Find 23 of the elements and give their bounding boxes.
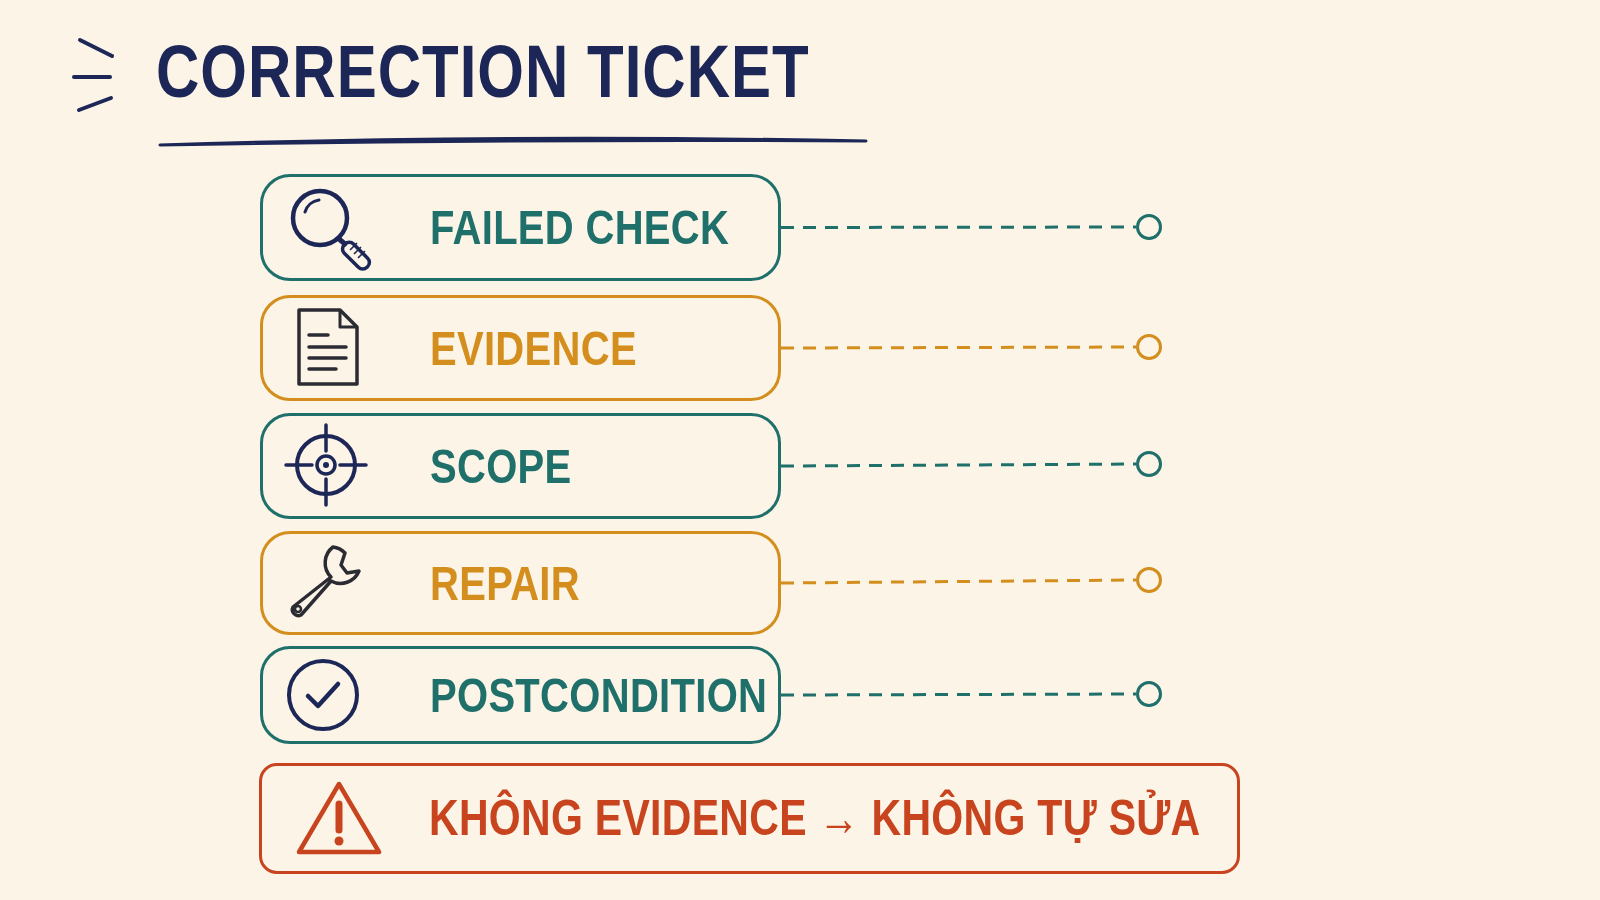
step-label: REPAIR — [430, 555, 580, 611]
dashed-connector — [781, 345, 1136, 350]
endpoint-circle — [1136, 451, 1162, 477]
endpoint-circle — [1136, 214, 1162, 240]
step-box — [260, 174, 781, 281]
warning-text: KHÔNG EVIDENCE → KHÔNG TỰ SỬA — [429, 789, 1201, 848]
dashed-connector — [781, 578, 1136, 585]
dashed-connector — [781, 692, 1136, 697]
warning-box — [259, 763, 1240, 874]
step-box — [260, 646, 781, 744]
endpoint-circle — [1136, 681, 1162, 707]
dashed-connector — [781, 225, 1136, 229]
step-box — [260, 531, 781, 635]
endpoint-circle — [1136, 334, 1162, 360]
endpoint-circle — [1136, 567, 1162, 593]
step-label: EVIDENCE — [430, 320, 637, 376]
step-box — [260, 295, 781, 401]
step-label: FAILED CHECK — [430, 200, 730, 255]
title: CORRECTION TICKET — [156, 30, 810, 115]
dashed-connector — [781, 462, 1136, 468]
step-box — [260, 413, 781, 519]
step-label: POSTCONDITION — [430, 667, 768, 723]
step-label: SCOPE — [430, 438, 572, 494]
